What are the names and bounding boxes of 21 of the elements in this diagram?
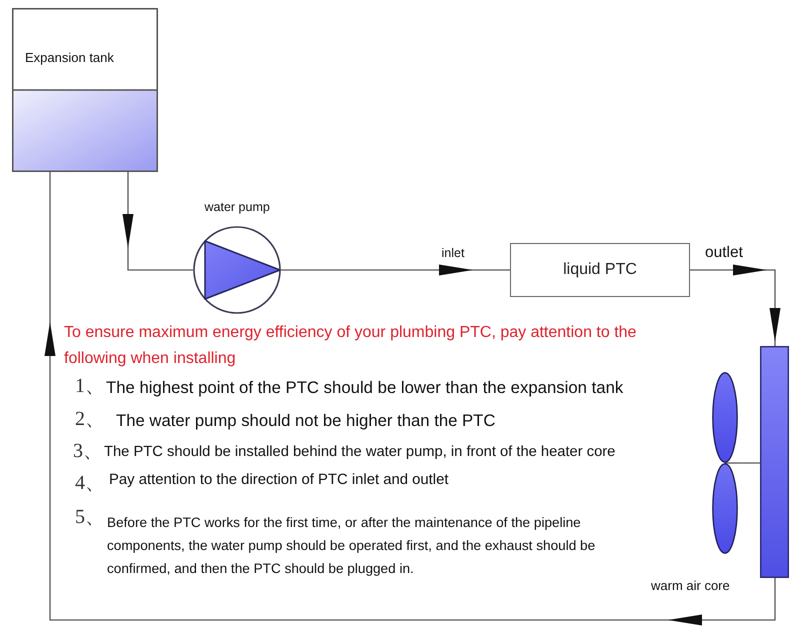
arrow bbox=[281, 264, 510, 276]
arrow bbox=[122, 172, 193, 271]
node-caption: warm air core bbox=[651, 577, 730, 594]
process-box: liquid PTC bbox=[510, 243, 690, 297]
list-number: 4、 bbox=[75, 470, 105, 496]
list-number: 3、 bbox=[73, 438, 103, 464]
list-item: The PTC should be installed behind the water pump, in front of the heater core bbox=[104, 443, 616, 461]
list-item: Before the PTC works for the first time, or after the maintenance of the pipeline components, the water pump should be operated first, and the exhaust should be confirmed, and then the PTC should be plugged in. bbox=[107, 514, 596, 578]
node-label: water pump bbox=[204, 199, 270, 216]
list-number: 2、 bbox=[75, 406, 105, 432]
edge-label: inlet bbox=[442, 246, 464, 260]
list-item: Pay attention to the direction of PTC inlet and outlet bbox=[109, 470, 448, 490]
connector-line bbox=[738, 462, 760, 464]
list-item: The water pump should not be higher than the PTC bbox=[116, 410, 496, 430]
list-item: The highest point of the PTC should be lower than the expansion tank bbox=[106, 376, 624, 398]
list-number: 5、 bbox=[75, 504, 105, 530]
list-number: 1、 bbox=[75, 374, 105, 398]
node-label: Expansion tank bbox=[25, 50, 114, 66]
note-heading: To ensure maximum energy efficiency of your plumbing PTC, pay attention to the following when installing bbox=[64, 323, 638, 369]
edge-label: outlet bbox=[705, 242, 743, 262]
arrow bbox=[690, 264, 780, 346]
